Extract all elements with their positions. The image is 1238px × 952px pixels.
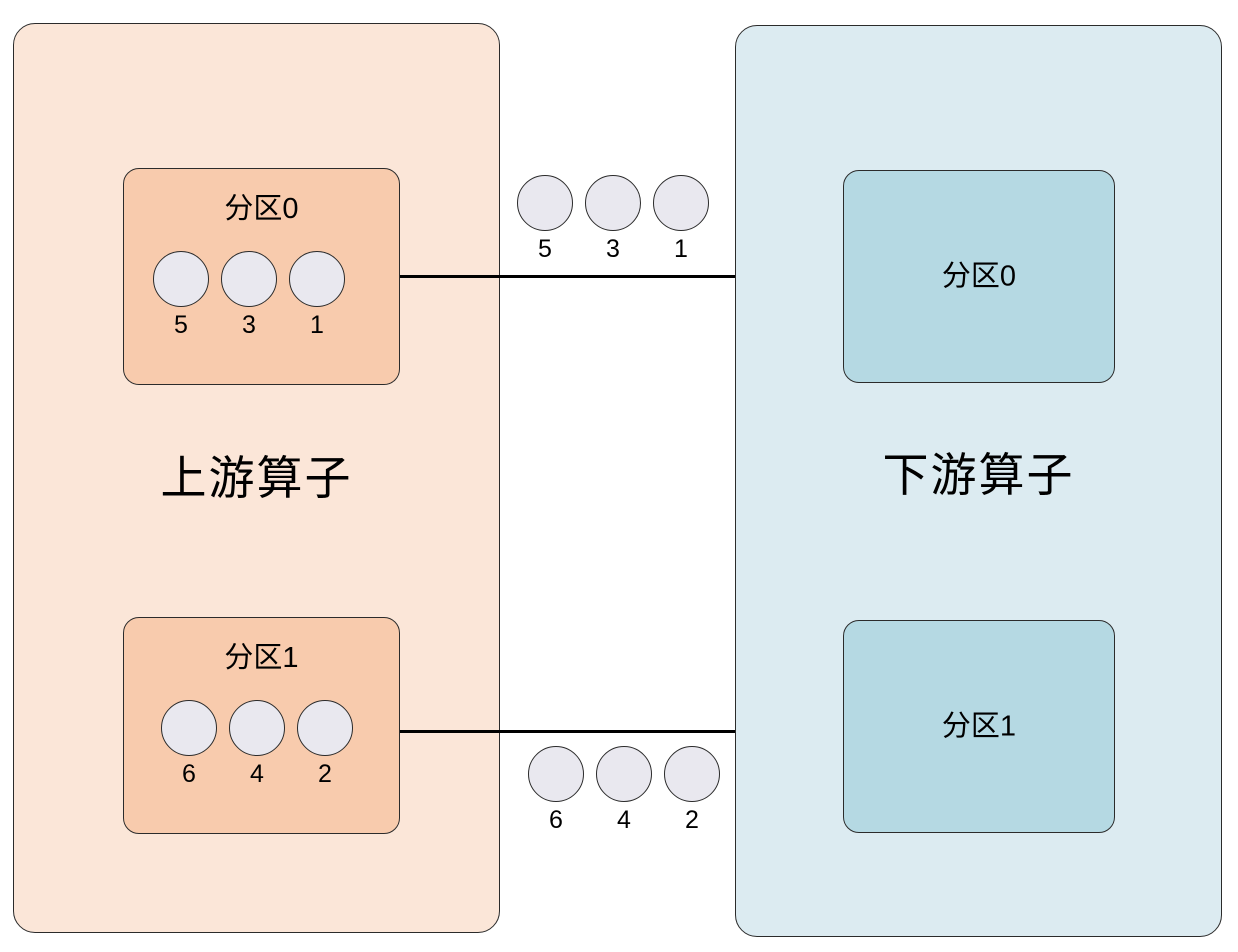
record-value: 6: [549, 806, 563, 834]
record-item: 2: [296, 700, 354, 787]
record-item: 4: [228, 700, 286, 787]
record-circle-icon: [585, 175, 641, 231]
record-value: 4: [617, 806, 631, 834]
downstream-partition-0[interactable]: 分区0: [843, 170, 1115, 383]
record-circle-icon: [596, 746, 652, 802]
record-circle-icon: [528, 746, 584, 802]
record-circle-icon: [153, 251, 209, 307]
record-item: 4: [595, 746, 653, 833]
downstream-partition-0-title: 分区0: [941, 260, 1017, 292]
upstream-operator-label: 上游算子: [160, 452, 353, 504]
record-value: 5: [174, 311, 188, 339]
record-circle-icon: [221, 251, 277, 307]
record-value: 2: [318, 760, 332, 788]
record-circle-icon: [161, 700, 217, 756]
record-item: 6: [527, 746, 585, 833]
in-flight-records-0: 5 3 1: [516, 175, 710, 262]
upstream-partition-0-title: 分区0: [224, 193, 299, 225]
record-item: 5: [516, 175, 574, 262]
record-item: 1: [652, 175, 710, 262]
record-circle-icon: [517, 175, 573, 231]
record-item: 2: [663, 746, 721, 833]
record-value: 3: [242, 311, 256, 339]
upstream-partition-1-title: 分区1: [224, 642, 299, 674]
record-item: 6: [160, 700, 218, 787]
record-item: 1: [288, 251, 346, 338]
downstream-partition-1[interactable]: 分区1: [843, 620, 1115, 833]
downstream-partition-1-title: 分区1: [941, 710, 1017, 742]
arrow-shaft: [400, 275, 827, 278]
record-value: 1: [674, 235, 688, 263]
record-value: 1: [310, 311, 324, 339]
record-circle-icon: [664, 746, 720, 802]
upstream-partition-0-records: 5 3 1: [152, 251, 346, 338]
record-circle-icon: [297, 700, 353, 756]
record-circle-icon: [229, 700, 285, 756]
upstream-partition-1-records: 6 4 2: [160, 700, 354, 787]
record-value: 3: [606, 235, 620, 263]
record-item: 3: [584, 175, 642, 262]
arrow-shaft: [400, 730, 827, 733]
record-value: 5: [538, 235, 552, 263]
downstream-operator-label: 下游算子: [882, 449, 1075, 501]
record-circle-icon: [653, 175, 709, 231]
in-flight-records-1: 6 4 2: [527, 746, 721, 833]
record-item: 3: [220, 251, 278, 338]
record-value: 4: [250, 760, 264, 788]
record-value: 2: [685, 806, 699, 834]
record-value: 6: [182, 760, 196, 788]
record-circle-icon: [289, 251, 345, 307]
record-item: 5: [152, 251, 210, 338]
